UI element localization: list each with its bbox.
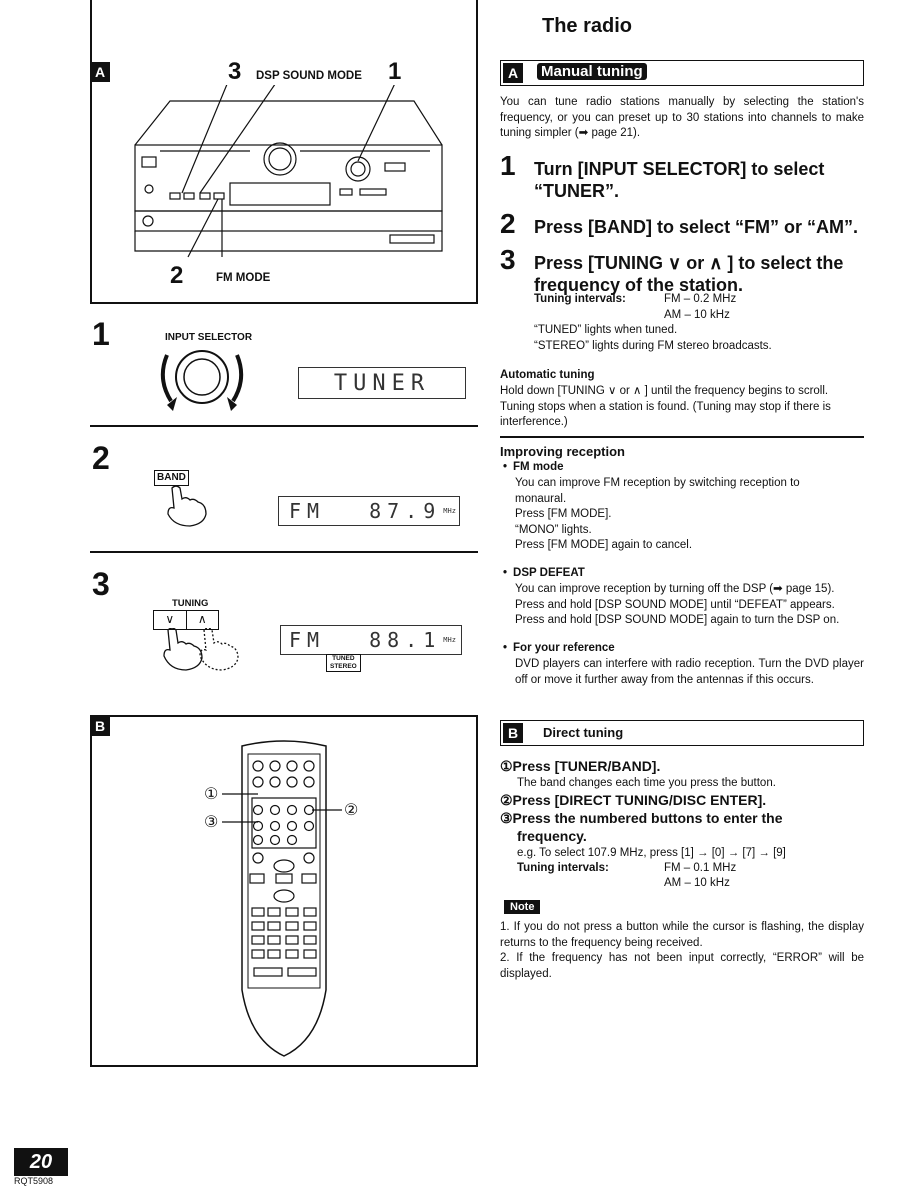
pressing-hand-icon — [167, 486, 207, 527]
lcd-step2-unit: MHz — [443, 507, 456, 515]
document-code: RQT5908 — [14, 1176, 54, 1186]
tuning-label: TUNING — [172, 598, 209, 609]
right-step-2-text: Press [BAND] to select “FM” or “AM”. — [534, 217, 859, 237]
divider-1 — [90, 425, 478, 427]
lcd-step2: FM 87.9 MHz — [278, 496, 460, 526]
figure-b-callout-lines — [222, 793, 342, 823]
right-step-3-text: Press [TUNING ∨ or ∧ ] to select the fre… — [534, 253, 844, 295]
right-step-3-number: 3 — [500, 244, 516, 275]
section-a-heading: Manual tuning — [537, 63, 647, 80]
tuning-interval-am: AM – 10 kHz — [664, 309, 730, 321]
remote-control-illustration — [241, 740, 327, 1057]
tuned-note: “TUNED” lights when tuned. — [534, 324, 678, 336]
figure-b-callout-1: ① — [204, 786, 219, 803]
input-selector-knob-icon — [160, 350, 244, 411]
fm-mode-line-4: Press [FM MODE] again to cancel. — [515, 539, 693, 551]
fm-mode-line-1: You can improve FM reception by switchin… — [515, 477, 800, 505]
right-step-2-number: 2 — [500, 208, 516, 239]
band-button-label: BAND — [157, 472, 186, 483]
figure-b-panel — [90, 715, 478, 1067]
page-title: The radio — [542, 15, 633, 37]
section-b-badge: B — [503, 722, 523, 743]
stereo-indicator: STEREO — [330, 663, 357, 670]
lcd-step3-band: FM — [289, 628, 326, 652]
right-step-1-text: Turn [INPUT SELECTOR] to select “TUNER”. — [534, 159, 825, 201]
figure-b-callout-3: ③ — [204, 814, 219, 831]
dsp-defeat-text: You can improve reception by turning off… — [515, 582, 865, 629]
note-1: 1. If you do not press a button while th… — [500, 921, 864, 949]
section-b-heading: Direct tuning — [543, 725, 624, 740]
tuning-interval-fm: FM – 0.2 MHz — [664, 293, 737, 305]
lcd-step2-freq: 87.9 — [369, 499, 442, 523]
tuning-up-icon: ∧ — [197, 612, 207, 626]
lcd-step3-unit: MHz — [443, 636, 456, 644]
pressing-hand-icon-2 — [163, 628, 239, 671]
dsp-defeat-heading: DSP DEFEAT — [503, 566, 585, 582]
dsp-line-1: You can improve reception by turning off… — [515, 583, 835, 595]
tuned-indicator: TUNED — [332, 655, 355, 662]
page-number: 20 — [14, 1148, 68, 1176]
tuning-buttons: ∨ ∧ — [153, 610, 219, 630]
automatic-tuning-heading: Automatic tuning — [500, 369, 595, 381]
divider-2 — [90, 551, 478, 553]
direct-example: e.g. To select 107.9 MHz, press [1] → [0… — [517, 847, 786, 859]
direct-interval-am: AM – 10 kHz — [664, 877, 730, 889]
section-b-header: B Direct tuning — [500, 720, 864, 746]
left-step-2-number: 2 — [92, 440, 110, 476]
dsp-line-3: Press and hold [DSP SOUND MODE] again to… — [515, 614, 840, 626]
right-step-1-number: 1 — [500, 150, 516, 181]
lcd-step2-band: FM — [289, 499, 326, 523]
fm-mode-text: You can improve FM reception by switchin… — [515, 476, 835, 554]
tuning-intervals-label: Tuning intervals: — [534, 293, 626, 305]
figure-a-badge: A — [90, 62, 110, 82]
direct-step-1: ①Press [TUNER/BAND]. — [500, 758, 661, 774]
left-step-3-number: 3 — [92, 566, 110, 602]
for-your-reference-heading: For your reference — [503, 641, 615, 657]
figure-b-callout-2: ② — [344, 802, 359, 819]
direct-step-1-sub: The band changes each time you press the… — [517, 777, 776, 789]
stereo-note: “STEREO” lights during FM stereo broadca… — [534, 340, 772, 352]
tuned-stereo-indicator: TUNED STEREO — [326, 654, 361, 672]
lcd-step1: TUNER — [298, 367, 466, 399]
for-your-reference-text: DVD players can interfere with radio rec… — [515, 658, 864, 686]
automatic-tuning-text: Hold down [TUNING ∨ or ∧ ] until the fre… — [500, 385, 831, 428]
figure-a-panel — [90, 0, 478, 304]
improving-reception-heading: Improving reception — [500, 444, 625, 459]
section-a-header: A Manual tuning — [500, 60, 864, 86]
lcd-step3: FM 88.1 MHz — [280, 625, 462, 655]
lcd-step3-freq: 88.1 — [369, 628, 442, 652]
fm-mode-line-3: “MONO” lights. — [515, 523, 592, 536]
divider-right-1 — [500, 436, 864, 438]
section-a-intro: You can tune radio stations manually by … — [500, 96, 864, 139]
label-dsp-sound-mode: DSP SOUND MODE — [256, 70, 362, 82]
label-fm-mode: FM MODE — [216, 272, 271, 284]
left-step-1-number: 1 — [92, 316, 110, 352]
note-badge: Note — [504, 900, 541, 914]
callout-3: 3 — [228, 58, 242, 85]
callout-2: 2 — [170, 262, 184, 289]
lcd-step1-text: TUNER — [333, 370, 431, 396]
fm-mode-heading: FM mode — [503, 460, 563, 476]
direct-step-3b: frequency. — [517, 828, 587, 844]
direct-step-2: ②Press [DIRECT TUNING/DISC ENTER]. — [500, 792, 767, 808]
direct-intervals-label: Tuning intervals: — [517, 862, 609, 874]
direct-step-3a: ③Press the numbered buttons to enter the — [500, 810, 783, 826]
figure-b-badge: B — [90, 716, 110, 736]
band-button: BAND — [154, 470, 189, 486]
tuning-down-icon: ∨ — [154, 611, 187, 629]
note-2: 2. If the frequency has not been input c… — [500, 952, 864, 980]
receiver-illustration — [134, 85, 443, 258]
callout-1: 1 — [388, 58, 402, 85]
dsp-line-2: Press and hold [DSP SOUND MODE] until “D… — [515, 598, 835, 611]
input-selector-label: INPUT SELECTOR — [165, 332, 253, 343]
fm-mode-line-2: Press [FM MODE]. — [515, 508, 612, 520]
section-a-badge: A — [503, 62, 523, 83]
direct-interval-fm: FM – 0.1 MHz — [664, 862, 737, 874]
